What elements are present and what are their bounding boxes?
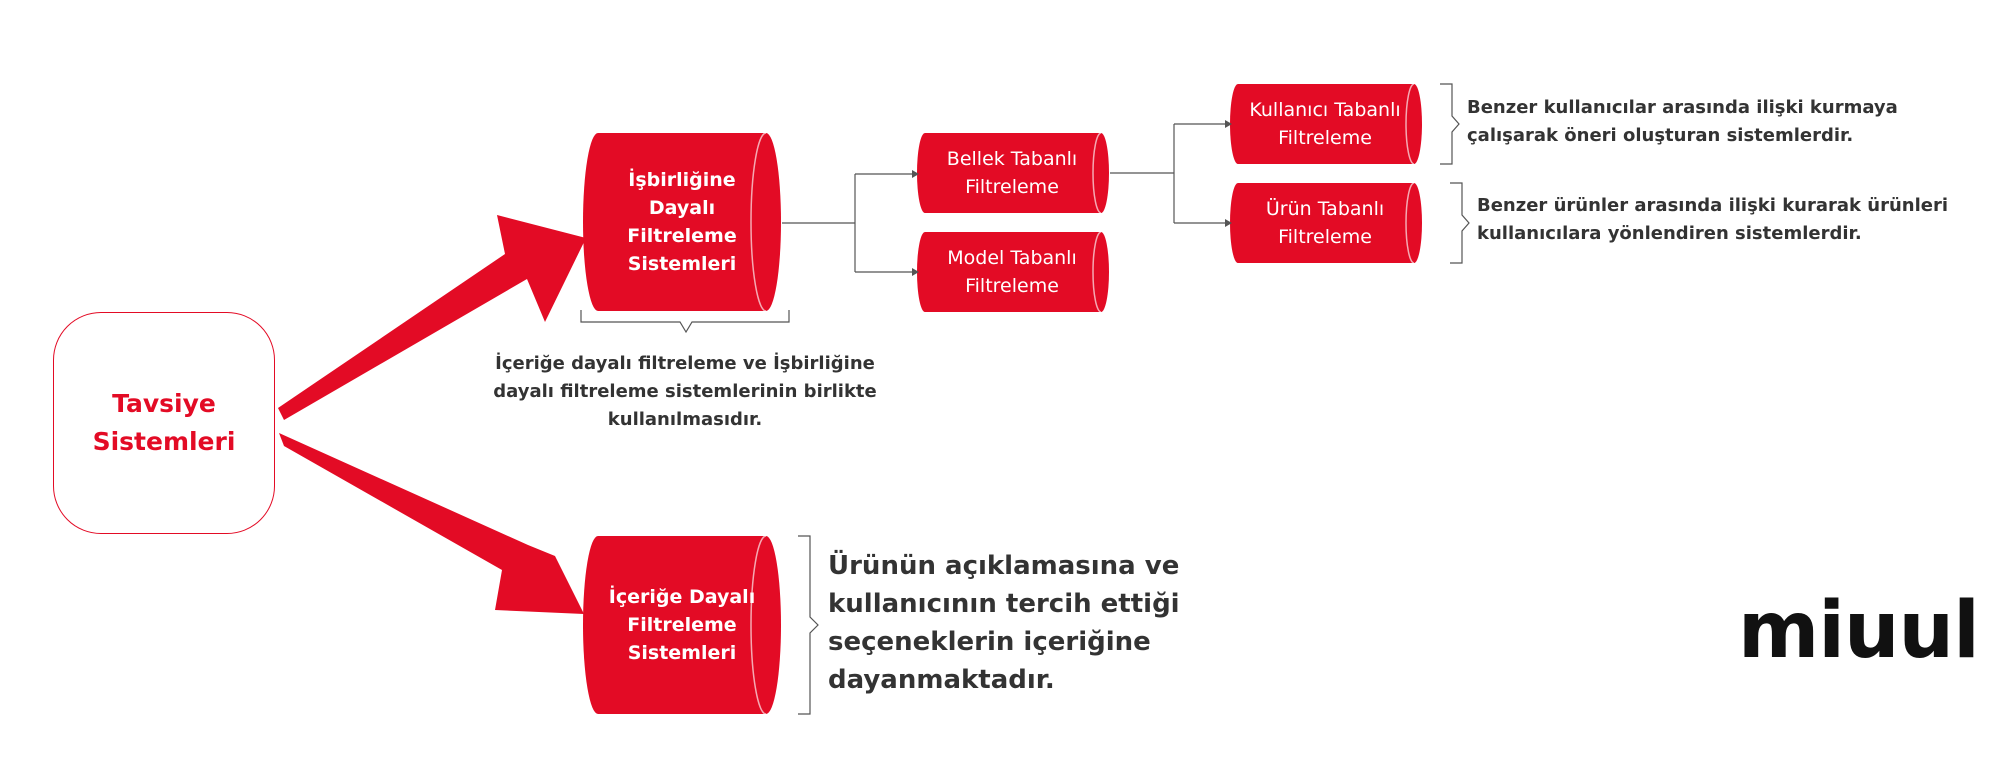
cylinder-user-based (1230, 83, 1422, 165)
cylinder-memory-based (917, 132, 1109, 214)
connector-arrowhead-user (1225, 120, 1232, 128)
arrow-to-content-based (279, 433, 584, 614)
connector-collaborative (782, 173, 913, 273)
brace-item-based (1450, 182, 1470, 264)
cylinder-collaborative (583, 132, 781, 312)
hybrid-note: İçeriğe dayalı filtreleme ve İşbirliğine… (493, 353, 877, 430)
cylinder-item-based (1230, 182, 1422, 264)
cylinder-model-based (917, 231, 1109, 313)
connector-arrowhead-memory (912, 170, 919, 178)
user-based-note: Benzer kullanıcılar arasında ilişki kurm… (1467, 97, 1898, 146)
brace-hybrid (580, 310, 790, 334)
root-label: Tavsiye Sistemleri (92, 389, 236, 456)
item-based-note: Benzer ürünler arasında ilişki kurarak ü… (1477, 195, 1949, 244)
arrow-to-collaborative (278, 215, 586, 420)
miuul-logo: miuul (1738, 586, 1980, 676)
brace-content-based (798, 535, 819, 715)
connector-memory (1110, 123, 1226, 224)
brace-user-based (1440, 83, 1460, 165)
content-based-note: Ürünün açıklamasına ve kullanıcının terc… (828, 551, 1180, 695)
root-node: Tavsiye Sistemleri (53, 312, 275, 534)
connector-arrowhead-model (912, 268, 919, 276)
cylinder-content-based (583, 535, 781, 715)
connector-arrowhead-item (1225, 219, 1232, 227)
